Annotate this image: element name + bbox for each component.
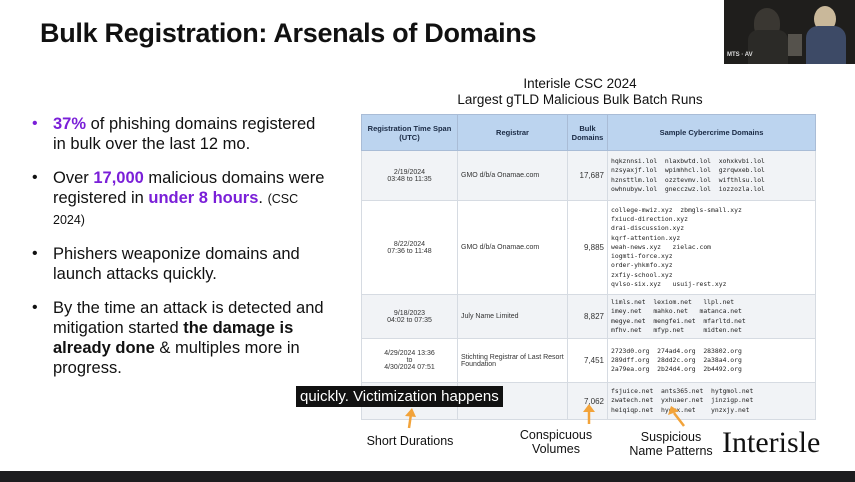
cell-registrar: Stichting Registrar of Last Resort Found…: [457, 338, 568, 383]
bullet-text: of phishing domains registered in bulk o…: [53, 115, 316, 153]
domain-line: drai-discussion.xyz: [611, 224, 685, 233]
cell-bulk-count: 8,827: [567, 294, 608, 339]
table-title: Interisle CSC 2024: [523, 76, 637, 91]
bullet-item: • Over 17,000 malicious domains were regi…: [30, 168, 330, 230]
bullet-text: .: [258, 189, 268, 207]
bullet-text: By the time an attack is detected and mi…: [53, 299, 324, 337]
header-bulk-domains: Bulk Domains: [567, 114, 608, 151]
speaker-video-thumbnail[interactable]: MTS · AV: [724, 0, 855, 64]
bullet-item: • Phishers weaponize domains and launch a…: [30, 244, 330, 284]
domain-line: fsjuice.net ants365.net hytgmol.net: [611, 387, 754, 396]
bullet-text: the damage is already done: [53, 319, 294, 357]
bullet-text: under 8 hours: [148, 189, 259, 207]
domain-line: nzsyaxjf.lol wpimhhcl.lol gzrqwxeb.lol: [611, 166, 765, 175]
bullet-item: • 37% of phishing domains registered in b…: [30, 114, 330, 154]
bullet-text: & multiples more in progress.: [53, 339, 300, 377]
domain-line: 2a79ea.org 2b24d4.org 2b4492.org: [611, 365, 742, 374]
domain-line: fxiucd-direction.xyz: [611, 215, 688, 224]
arrow-conspicuous-volumes-icon: [583, 404, 595, 424]
bullet-text: Phishers weaponize domains and launch at…: [53, 245, 300, 283]
bullet-dot: •: [32, 299, 38, 316]
arrow-suspicious-names-icon: [668, 406, 685, 427]
bullet-text: Over: [53, 169, 94, 187]
domain-line: owhnubyw.lol gnecczwz.lol iozzozla.lol: [611, 184, 765, 193]
bullet-list: • 37% of phishing domains registered in b…: [30, 114, 330, 392]
panelist-body: [806, 26, 846, 64]
bullet-text: malicious domains were registered in: [53, 169, 325, 207]
domain-line: order-yhkmfo.xyz: [611, 261, 673, 270]
bullet-text: 37%: [53, 115, 87, 133]
speaker-body: [748, 30, 788, 64]
bullet-item: • By the time an attack is detected and m…: [30, 298, 330, 378]
bullet-dot: •: [32, 245, 38, 262]
header-registrar: Registrar: [457, 114, 568, 151]
cell-time-span: 2/19/2024 03:48 to 11:35: [361, 150, 458, 201]
slide-title: Bulk Registration: Arsenals of Domains: [40, 18, 537, 48]
bulk-batch-table: Registration Time Span (UTC) Registrar B…: [361, 114, 816, 420]
domain-line: mfhv.net mfyp.net midten.net: [611, 325, 742, 334]
domain-line: weah-news.xyz zielac.com: [611, 242, 712, 251]
domain-line: qvlso-six.xyz usuij-rest.xyz: [611, 279, 727, 288]
domain-line: heiqiqp.net hyoux.net ynzxjy.net: [611, 405, 750, 414]
domain-line: iogmti-force.xyz: [611, 252, 673, 261]
cell-time-span: 9/18/2023 04:02 to 07:35: [361, 294, 458, 339]
bullet-text: 17,000: [93, 169, 144, 187]
subtitle-caption: quickly. Victimization happens: [296, 386, 503, 407]
domain-line: megye.net mengfei.net mfarltd.net: [611, 316, 746, 325]
cell-bulk-count: 7,451: [567, 338, 608, 383]
annotation-conspicuous-volumes: Conspicuous Volumes: [519, 428, 593, 456]
annotation-short-durations: Short Durations: [366, 434, 454, 448]
header-time-span: Registration Time Span (UTC): [361, 114, 458, 151]
annotation-suspicious-name-patterns: Suspicious Name Patterns: [629, 430, 713, 458]
cell-registrar: GMO d/b/a Onamae.com: [457, 150, 568, 201]
panelist-head: [814, 6, 836, 32]
cell-bulk-count: 9,885: [567, 200, 608, 295]
table-subtitle: Largest gTLD Malicious Bulk Batch Runs: [457, 92, 703, 107]
cell-bulk-count: 7,062: [567, 382, 608, 420]
domain-line: 289dff.org 28dd2c.org 2a38a4.org: [611, 355, 742, 364]
arrow-short-durations-icon: [405, 408, 416, 429]
bullet-dot: •: [32, 169, 38, 186]
domain-line: zxfiy-school.xyz: [611, 270, 673, 279]
domain-line: hqkznnsi.lol nlaxbwtd.lol xohxkvbi.lol: [611, 157, 765, 166]
cell-registrar: GMO d/b/a Onamae.com: [457, 200, 568, 295]
domain-line: zwatech.net yxhuaer.net jinzigp.net: [611, 396, 754, 405]
cell-time-span: 4/29/2024 13:36 to 4/30/2024 07:51: [361, 338, 458, 383]
domain-line: imey.net mahko.net matanca.net: [611, 307, 742, 316]
domain-line: college-mwiz.xyz zbmgls-small.xyz: [611, 206, 742, 215]
monitor: [788, 34, 802, 56]
video-label: MTS · AV: [727, 52, 753, 58]
domain-line: kqrf-attention.xyz: [611, 233, 681, 242]
header-sample-domains: Sample Cybercrime Domains: [607, 114, 816, 151]
interisle-logo: Interisle: [722, 426, 821, 459]
cell-time-span: 8/22/2024 07:36 to 11:48: [361, 200, 458, 295]
cell-registrar: July Name Limited: [457, 294, 568, 339]
bullet-text: (CSC 2024): [53, 192, 299, 227]
domain-line: 2723d0.org 274ad4.org 283802.org: [611, 346, 742, 355]
domain-line: hznsttlm.lol ozztevmv.lol wifthlsu.lol: [611, 175, 765, 184]
domain-line: limls.net lexiom.net llpl.net: [611, 298, 735, 307]
bottom-bar: [0, 471, 855, 482]
bullet-dot: •: [32, 115, 38, 132]
cell-bulk-count: 17,687: [567, 150, 608, 201]
